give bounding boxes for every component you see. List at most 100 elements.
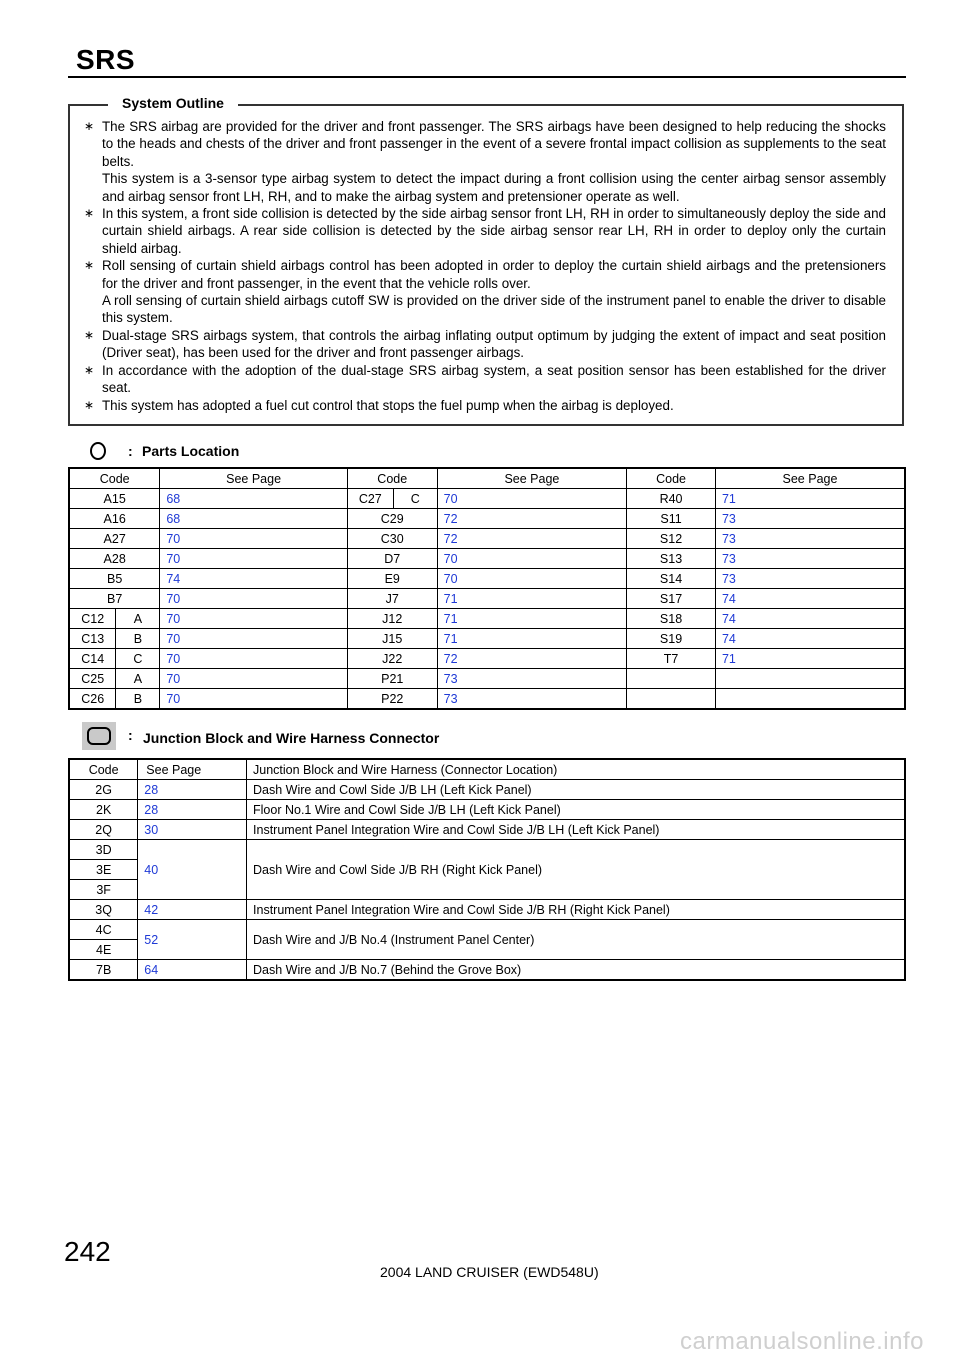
system-outline-title: System Outline: [108, 95, 238, 111]
part-page-link[interactable]: 70: [159, 668, 348, 689]
part-page-link[interactable]: 73: [714, 548, 906, 569]
bullet-mark: ∗: [84, 206, 95, 221]
header-rule: [68, 76, 906, 78]
part-page-link[interactable]: 73: [714, 568, 906, 589]
part-page-link[interactable]: 72: [436, 528, 628, 549]
outline-text: In this system, a front side collision i…: [102, 206, 886, 256]
part-page-link[interactable]: 70: [159, 628, 348, 649]
junction-page-link[interactable]: 64: [137, 959, 248, 981]
bullet-mark: ∗: [84, 119, 95, 133]
junction-page-link[interactable]: 28: [137, 799, 248, 820]
part-page-link[interactable]: 71: [436, 628, 628, 649]
part-page-link[interactable]: 68: [159, 488, 348, 509]
part-page-link[interactable]: [714, 668, 906, 689]
part-code: J7: [346, 588, 438, 609]
junction-description: Dash Wire and Cowl Side J/B LH (Left Kic…: [246, 779, 906, 800]
junction-block-icon: [82, 722, 116, 750]
part-code: T7: [626, 648, 716, 669]
system-outline-body: ∗The SRS airbag are provided for the dri…: [84, 118, 886, 414]
system-outline-box: [68, 104, 904, 426]
part-page-link[interactable]: 71: [436, 588, 628, 609]
part-page-link[interactable]: 70: [159, 588, 348, 609]
outline-bullet: ∗The SRS airbag are provided for the dri…: [84, 118, 886, 205]
outline-subtext: A roll sensing of curtain shield airbags…: [102, 293, 886, 326]
part-page-link[interactable]: 70: [159, 528, 348, 549]
footer-model: 2004 LAND CRUISER (EWD548U): [380, 1264, 599, 1280]
part-code-suffix: A: [115, 668, 161, 689]
part-page-link[interactable]: 71: [714, 488, 906, 509]
part-page-link[interactable]: 70: [159, 608, 348, 629]
bullet-mark: ∗: [84, 327, 95, 342]
part-page-link[interactable]: 71: [436, 608, 628, 629]
part-code: C27: [346, 488, 394, 509]
part-code: C12: [68, 608, 117, 629]
part-code: S12: [626, 528, 716, 549]
part-page-link[interactable]: 71: [714, 648, 906, 669]
part-code: R40: [626, 488, 716, 509]
part-page-link[interactable]: 74: [714, 608, 906, 629]
junction-code: 4E: [68, 939, 139, 960]
part-code: S17: [626, 588, 716, 609]
header-code-1: Code: [68, 467, 161, 489]
junction-page-link[interactable]: 40: [137, 839, 248, 900]
parts-location-heading: Parts Location: [142, 443, 240, 459]
part-page-link[interactable]: 73: [714, 508, 906, 529]
outline-bullet: ∗This system has adopted a fuel cut cont…: [84, 397, 886, 414]
junction-description: Instrument Panel Integration Wire and Co…: [246, 819, 906, 840]
part-page-link[interactable]: 73: [714, 528, 906, 549]
part-page-link[interactable]: 70: [159, 688, 348, 710]
page-title: SRS: [76, 44, 136, 75]
part-page-link[interactable]: 70: [159, 648, 348, 669]
junction-code: 2K: [68, 799, 139, 820]
parts-header-row: Code See Page Code See Page Code See Pag…: [68, 467, 906, 489]
junction-description: Floor No.1 Wire and Cowl Side J/B LH (Le…: [246, 799, 906, 820]
part-code-suffix: C: [115, 648, 161, 669]
part-page-link[interactable]: 74: [714, 628, 906, 649]
part-page-link[interactable]: 73: [436, 688, 628, 710]
part-page-link[interactable]: 70: [436, 488, 628, 509]
part-code: J15: [346, 628, 438, 649]
junction-block-table: Code See Page Junction Block and Wire Ha…: [68, 758, 906, 981]
junction-page-link[interactable]: 42: [137, 899, 248, 920]
junction-page-link[interactable]: 52: [137, 919, 248, 960]
part-code: S18: [626, 608, 716, 629]
part-page-link[interactable]: 68: [159, 508, 348, 529]
part-page-link[interactable]: 73: [436, 668, 628, 689]
part-page-link[interactable]: 72: [436, 648, 628, 669]
header-see-page-2: See Page: [436, 467, 628, 489]
part-code: C30: [346, 528, 438, 549]
part-page-link[interactable]: [714, 688, 906, 710]
junction-code: 3F: [68, 879, 139, 900]
part-page-link[interactable]: 74: [159, 568, 348, 589]
part-page-link[interactable]: 74: [714, 588, 906, 609]
junction-code: 7B: [68, 959, 139, 981]
part-code: C29: [346, 508, 438, 529]
part-code: C14: [68, 648, 117, 669]
junction-page-link[interactable]: 30: [137, 819, 248, 840]
junction-heading: Junction Block and Wire Harness Connecto…: [143, 730, 440, 746]
part-code: A16: [68, 508, 161, 529]
junction-description: Dash Wire and J/B No.7 (Behind the Grove…: [246, 959, 906, 981]
part-page-link[interactable]: 72: [436, 508, 628, 529]
junction-code: 2G: [68, 779, 139, 800]
part-page-link[interactable]: 70: [436, 548, 628, 569]
part-code-suffix: A: [115, 608, 161, 629]
header-code-3: Code: [626, 467, 716, 489]
junction-description: Dash Wire and Cowl Side J/B RH (Right Ki…: [246, 839, 906, 900]
part-code: A28: [68, 548, 161, 569]
part-code-suffix: C: [392, 488, 438, 509]
part-page-link[interactable]: 70: [159, 548, 348, 569]
junction-page-link[interactable]: 28: [137, 779, 248, 800]
part-page-link[interactable]: 70: [436, 568, 628, 589]
